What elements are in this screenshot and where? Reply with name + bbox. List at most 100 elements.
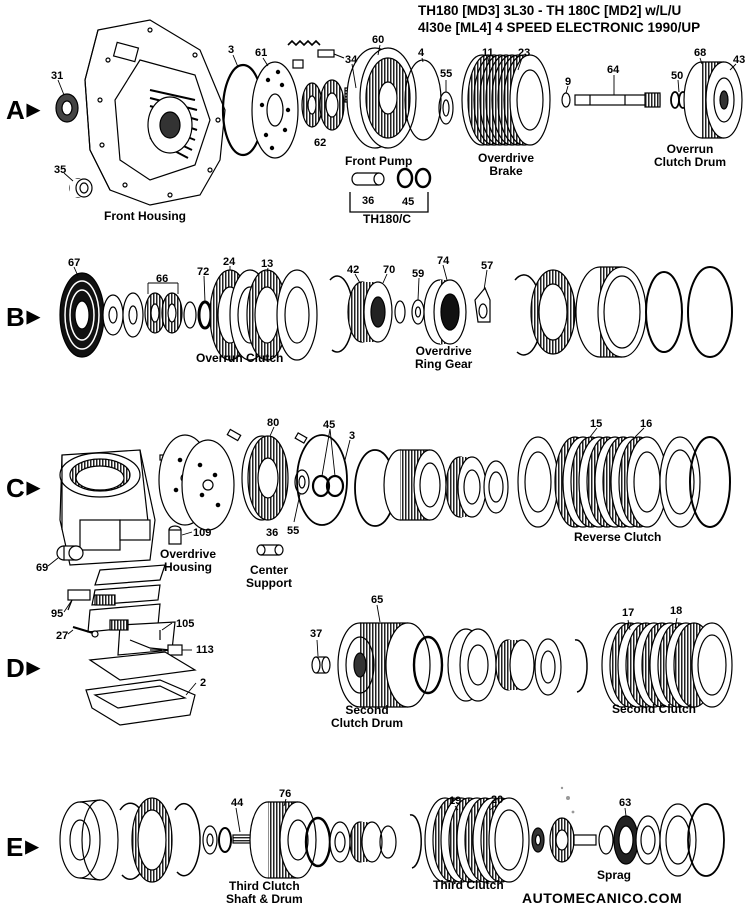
label-center-support-line2: Support: [246, 576, 292, 590]
piston-d: [447, 628, 497, 702]
part-number: 27: [56, 630, 69, 642]
part-number: 4: [418, 47, 425, 59]
row-letter-a-text: A: [6, 95, 25, 125]
part-number: 18: [670, 605, 683, 617]
ring-gear-e: [131, 797, 173, 883]
part-number: 61: [255, 47, 268, 59]
row-letter-c: C▶: [6, 474, 40, 502]
leader-lines: [47, 44, 737, 833]
part-number: 37: [310, 628, 323, 640]
th180c-bracket: [349, 192, 429, 213]
part-2-oil-pan: [85, 651, 197, 726]
part-number: 42: [347, 264, 360, 276]
roller-cage-e: [349, 821, 383, 863]
spring-e: [379, 825, 397, 859]
front-housing-bell: [84, 19, 226, 206]
part-number: 13: [261, 258, 274, 270]
label-overrun-drum-line2: Clutch Drum: [654, 155, 726, 169]
row-b-small-parts: [102, 292, 144, 338]
pressure-regulator-valve: [287, 39, 345, 69]
part-4-gasket: [404, 59, 442, 141]
part-number: 11: [482, 47, 494, 59]
part-57-retainer: [474, 286, 491, 323]
part-number: 3: [228, 44, 235, 56]
race-e: [635, 815, 661, 865]
label-second-clutch-drum: Second Clutch Drum: [331, 704, 403, 730]
title-line-1: TH180 [MD3] 3L30 - TH 180C [MD2] w/L/U: [418, 3, 682, 18]
roller-clutch-cage: [530, 269, 576, 355]
part-number: 17: [622, 607, 635, 619]
row-letter-b: B▶: [6, 303, 40, 331]
roller-cage-c: [445, 456, 487, 518]
arrow-right-icon: ▶: [26, 478, 40, 497]
ring-d1: [412, 635, 444, 695]
label-overdrive-housing: Overdrive Housing: [160, 548, 216, 574]
part-63-sprag: [613, 815, 639, 865]
snap-ring-d: [574, 639, 588, 693]
label-second-clutch: Second Clutch: [612, 702, 697, 716]
row-letter-d: D▶: [6, 654, 40, 682]
part-105-bolts: [150, 630, 162, 651]
part-67-drum-stack: [59, 272, 105, 358]
part-45-seals: [396, 167, 432, 189]
row-letter-c-text: C: [6, 473, 25, 503]
part-74-overdrive-ring-gear: [423, 279, 467, 345]
washer-e3: [598, 825, 614, 855]
row-letter-e-text: E: [6, 832, 24, 862]
spring-d: [534, 638, 562, 696]
part-42-70-ring-gear-assembly: [347, 281, 393, 343]
part-number: 68: [694, 47, 707, 59]
label-overrun-clutch-drum: Overrun Clutch Drum: [654, 143, 726, 169]
part-66-bearings: [144, 292, 183, 334]
label-od-housing-line2: Housing: [164, 560, 213, 574]
label-third-shaft-line1: Third Clutch: [229, 879, 300, 893]
part-19-20-third-clutch-plates: [424, 797, 530, 883]
part-35-bushing: [69, 178, 93, 198]
label-second-drum-line1: Second: [345, 703, 389, 717]
label-th180c: TH180/C: [363, 212, 412, 226]
part-number: 70: [383, 264, 396, 276]
arrow-right-icon: ▶: [26, 658, 40, 677]
part-61-pump-plate: [251, 61, 299, 159]
part-number: 35: [54, 164, 67, 176]
arrow-right-icon: ▶: [25, 837, 39, 856]
ring-b3: [645, 271, 683, 353]
part-95-solenoid: [67, 589, 91, 611]
part-31-nut: [55, 93, 79, 123]
part-15-16-reverse-clutch-plates: [517, 436, 731, 528]
part-number: 36: [266, 527, 279, 539]
part-number: 20: [491, 794, 504, 806]
label-overrun-clutch: Overrun Clutch: [196, 351, 284, 365]
label-od-ring-gear-line2: Ring Gear: [415, 357, 473, 371]
washers-e2: [531, 827, 545, 853]
part-number: 65: [371, 594, 384, 606]
label-third-clutch-shaft-drum: Third Clutch Shaft & Drum: [226, 880, 303, 906]
part-number: 80: [267, 417, 280, 429]
part-59-washer: [411, 299, 425, 325]
part-72-seal: [197, 300, 213, 330]
part-9-washer: [561, 92, 571, 108]
part-80-center-support-hub: [226, 428, 289, 521]
arrow-right-icon: ▶: [26, 307, 40, 326]
part-number: 59: [412, 268, 425, 280]
part-number: 67: [68, 257, 81, 269]
part-3-ring-c: [296, 434, 348, 526]
label-third-clutch: Third Clutch: [433, 878, 504, 892]
part-number: 55: [287, 525, 300, 537]
arrow-right-icon: ▶: [26, 100, 40, 119]
label-second-drum-line2: Clutch Drum: [331, 716, 403, 730]
part-64-input-shaft: [574, 92, 661, 108]
part-24-13-overrun-clutch-plates: [209, 269, 318, 361]
label-overdrive-brake-line2: Brake: [489, 164, 523, 178]
part-44-76-third-clutch-shaft-drum: [232, 801, 317, 879]
part-number: 31: [51, 70, 64, 82]
row-letter-e: E▶: [6, 833, 38, 861]
part-36-bushing-c: [256, 544, 284, 556]
overrun-clutch-hub-shell: [575, 266, 647, 358]
part-60-front-pump-body: [346, 47, 417, 149]
part-27-bolt: [72, 626, 99, 638]
part-number: 50: [671, 70, 684, 82]
title-line-2: 4l30e [ML4] 4 SPEED ELECTRONIC 1990/UP: [418, 20, 701, 35]
part-number: 62: [314, 137, 327, 149]
